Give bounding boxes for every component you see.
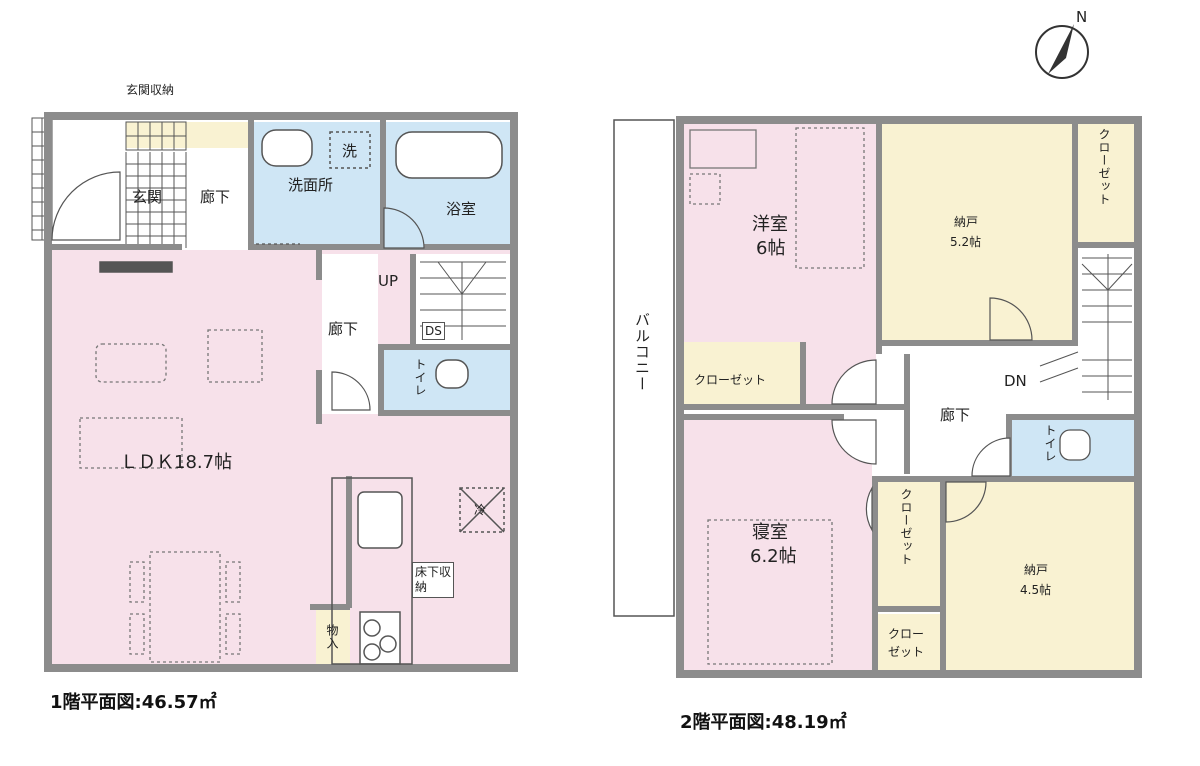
floor2-furniture [689,127,1091,665]
compass-north-label: N [1076,8,1088,26]
closet-d-label-1: クロー [888,627,925,641]
floor1-doors [51,171,425,411]
floor2-plan [613,116,1142,678]
floor2-walls [676,116,1142,678]
dn-label: DN [1004,372,1027,390]
compass-rose [1035,24,1089,79]
balcony-area [613,119,675,617]
fridge-label: 冷 [474,503,487,517]
closet-b-label: クローゼット [1097,128,1111,206]
storage1-label: 物入 [325,624,339,650]
bedroom-size-label: 6.2帖 [750,546,797,567]
storage1-area [316,608,350,672]
genkan-storage-label: 玄関収納 [126,83,175,97]
toilet1-label: トイレ [413,358,427,397]
closet-a-label: クローゼット [694,373,767,387]
toilet2-label: トイレ [1043,424,1057,463]
genkan-label: 玄関 [132,188,163,206]
nando-a-name-label: 納戸 [954,215,979,229]
hall-a-label: 廊下 [200,188,231,206]
floor1-walls [44,112,518,672]
nando-a-area [882,124,1072,340]
underfloor-label: 床下収納 [412,562,454,598]
washroom-label: 洗面所 [288,176,334,194]
balcony-label: バルコニー [633,312,651,392]
closet-d-label-2: ゼット [888,645,925,659]
washer-label: 洗 [342,142,358,160]
western-size-label: 6帖 [756,238,786,259]
nando-a-size-label: 5.2帖 [950,235,982,249]
ldk-label: ＬＤＫ18.7帖 [120,452,233,473]
hall-a-area [190,150,250,248]
floor1-furniture [79,329,263,663]
closet-b-area [1078,124,1134,242]
up-label: UP [378,272,399,290]
nando-b-name-label: 納戸 [1024,563,1049,577]
nando-b-size-label: 4.5帖 [1020,583,1052,597]
closet-d-area [878,614,940,670]
closet-c-area [878,482,940,606]
bath-label: 浴室 [446,200,477,218]
bedroom-area [684,420,872,670]
hall2-label: 廊下 [940,406,971,424]
stair2-area [1078,248,1134,406]
floor2-caption: 2階平面図:48.19㎡ [680,712,847,733]
floor2-doors [831,297,1033,533]
bedroom-name-label: 寝室 [752,522,788,543]
floor1-plan [31,112,518,672]
floor1-fixtures [99,129,505,665]
ds-label: DS [422,322,445,340]
hall-b-label: 廊下 [328,320,359,338]
western-name-label: 洋室 [752,214,788,235]
genkan-storage-area [126,122,250,148]
floor2-stairs [1039,254,1133,400]
nando-b-area [946,482,1134,670]
floor1-stairs [420,261,506,340]
closet-c-label: クローゼット [899,488,913,566]
closet-a-area [684,342,804,404]
floor1-caption: 1階平面図:46.57㎡ [50,692,217,713]
